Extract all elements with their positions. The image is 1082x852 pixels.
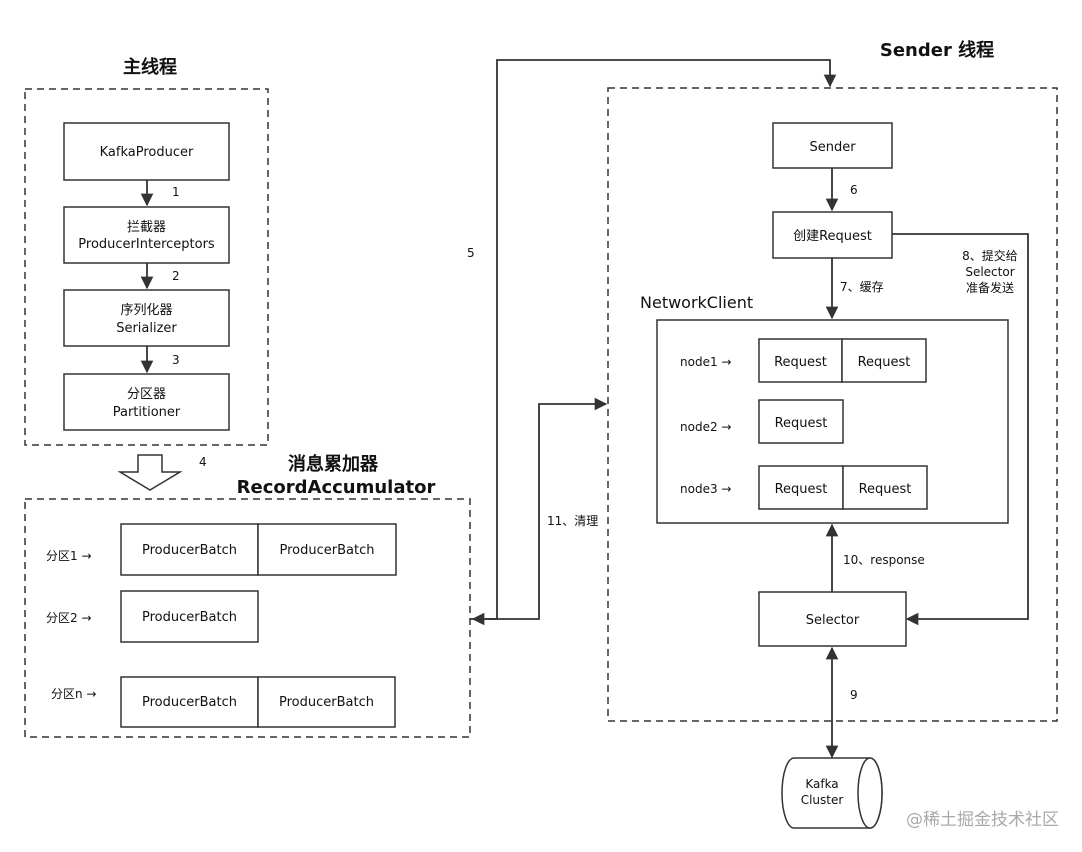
step-6-label: 6 bbox=[850, 183, 858, 197]
interceptor-label-cn: 拦截器 bbox=[127, 220, 166, 235]
step-1-label: 1 bbox=[172, 185, 180, 199]
step-2-label: 2 bbox=[172, 269, 180, 283]
kafka-producer-label: KafkaProducer bbox=[100, 145, 194, 160]
node1-label: node1 → bbox=[680, 355, 731, 369]
create-request-label: 创建Request bbox=[793, 229, 872, 244]
step-7-label: 7、缓存 bbox=[840, 280, 884, 294]
node2-request-row: Request bbox=[758, 399, 844, 444]
partitioner-label-en: Partitioner bbox=[113, 405, 181, 420]
sender-label: Sender bbox=[809, 140, 856, 155]
kafka-producer-box: KafkaProducer bbox=[63, 122, 230, 181]
serializer-label-en: Serializer bbox=[116, 321, 177, 336]
request-item: Request bbox=[858, 355, 911, 370]
interceptor-box: 拦截器 ProducerInterceptors bbox=[63, 206, 230, 264]
create-request-box: 创建Request bbox=[772, 211, 893, 259]
step-4-label: 4 bbox=[199, 455, 207, 469]
sender-thread-title: Sender 线程 bbox=[880, 39, 994, 61]
record-accumulator-container bbox=[24, 498, 471, 738]
main-thread-container bbox=[24, 88, 269, 446]
network-client-title: NetworkClient bbox=[640, 293, 753, 312]
step-10-label: 10、response bbox=[843, 553, 925, 567]
producer-batch: ProducerBatch bbox=[142, 695, 237, 710]
sender-box: Sender bbox=[772, 122, 893, 169]
producer-batch: ProducerBatch bbox=[279, 695, 374, 710]
step-8-label-line3: 准备发送 bbox=[966, 280, 1014, 295]
step-5-label: 5 bbox=[467, 246, 475, 260]
request-item: Request bbox=[859, 482, 912, 497]
producer-batch: ProducerBatch bbox=[142, 543, 237, 558]
request-item: Request bbox=[774, 355, 827, 370]
batch-row-1: ProducerBatch ProducerBatch bbox=[120, 523, 397, 576]
step-8-label-line1: 8、提交给 bbox=[962, 248, 1018, 263]
request-item: Request bbox=[775, 482, 828, 497]
step-8-label-bg bbox=[955, 245, 1025, 299]
batch-row-n: ProducerBatch ProducerBatch bbox=[120, 676, 396, 728]
accumulator-title-cn: 消息累加器 bbox=[288, 453, 379, 475]
serializer-label-cn: 序列化器 bbox=[120, 303, 172, 318]
producer-batch: ProducerBatch bbox=[280, 543, 375, 558]
node2-label: node2 → bbox=[680, 420, 731, 434]
step-9-label: 9 bbox=[850, 688, 858, 702]
cluster-label-line2: Cluster bbox=[801, 793, 844, 807]
arrow-step-8 bbox=[892, 233, 1029, 626]
interceptor-label-en: ProducerInterceptors bbox=[78, 237, 215, 252]
node1-request-row: Request Request bbox=[758, 338, 927, 383]
node3-request-row: Request Request bbox=[758, 465, 928, 510]
partition-n-label: 分区n → bbox=[51, 687, 96, 701]
cluster-label-line1: Kafka bbox=[805, 777, 838, 791]
watermark: @稀土掘金技术社区 bbox=[906, 810, 1059, 830]
main-thread-title: 主线程 bbox=[123, 56, 177, 78]
hollow-down-arrow bbox=[117, 454, 183, 491]
kafka-cluster-cylinder: Kafka Cluster bbox=[781, 757, 883, 829]
producer-batch: ProducerBatch bbox=[142, 610, 237, 625]
node3-label: node3 → bbox=[680, 482, 731, 496]
batch-row-2: ProducerBatch bbox=[120, 590, 259, 643]
selector-label: Selector bbox=[806, 613, 860, 628]
partition-2-label: 分区2 → bbox=[46, 611, 92, 625]
step-11-label: 11、清理 bbox=[547, 514, 598, 528]
partition-1-label: 分区1 → bbox=[46, 549, 92, 563]
step-3-label: 3 bbox=[172, 353, 180, 367]
request-item: Request bbox=[775, 416, 828, 431]
arrow-step-11 bbox=[471, 397, 608, 626]
partitioner-box: 分区器 Partitioner bbox=[63, 373, 230, 431]
accumulator-title-en: RecordAccumulator bbox=[237, 477, 436, 498]
step-8-label-line2: Selector bbox=[965, 265, 1014, 279]
serializer-box: 序列化器 Serializer bbox=[63, 289, 230, 347]
selector-box: Selector bbox=[758, 591, 907, 647]
partitioner-label-cn: 分区器 bbox=[127, 387, 166, 402]
